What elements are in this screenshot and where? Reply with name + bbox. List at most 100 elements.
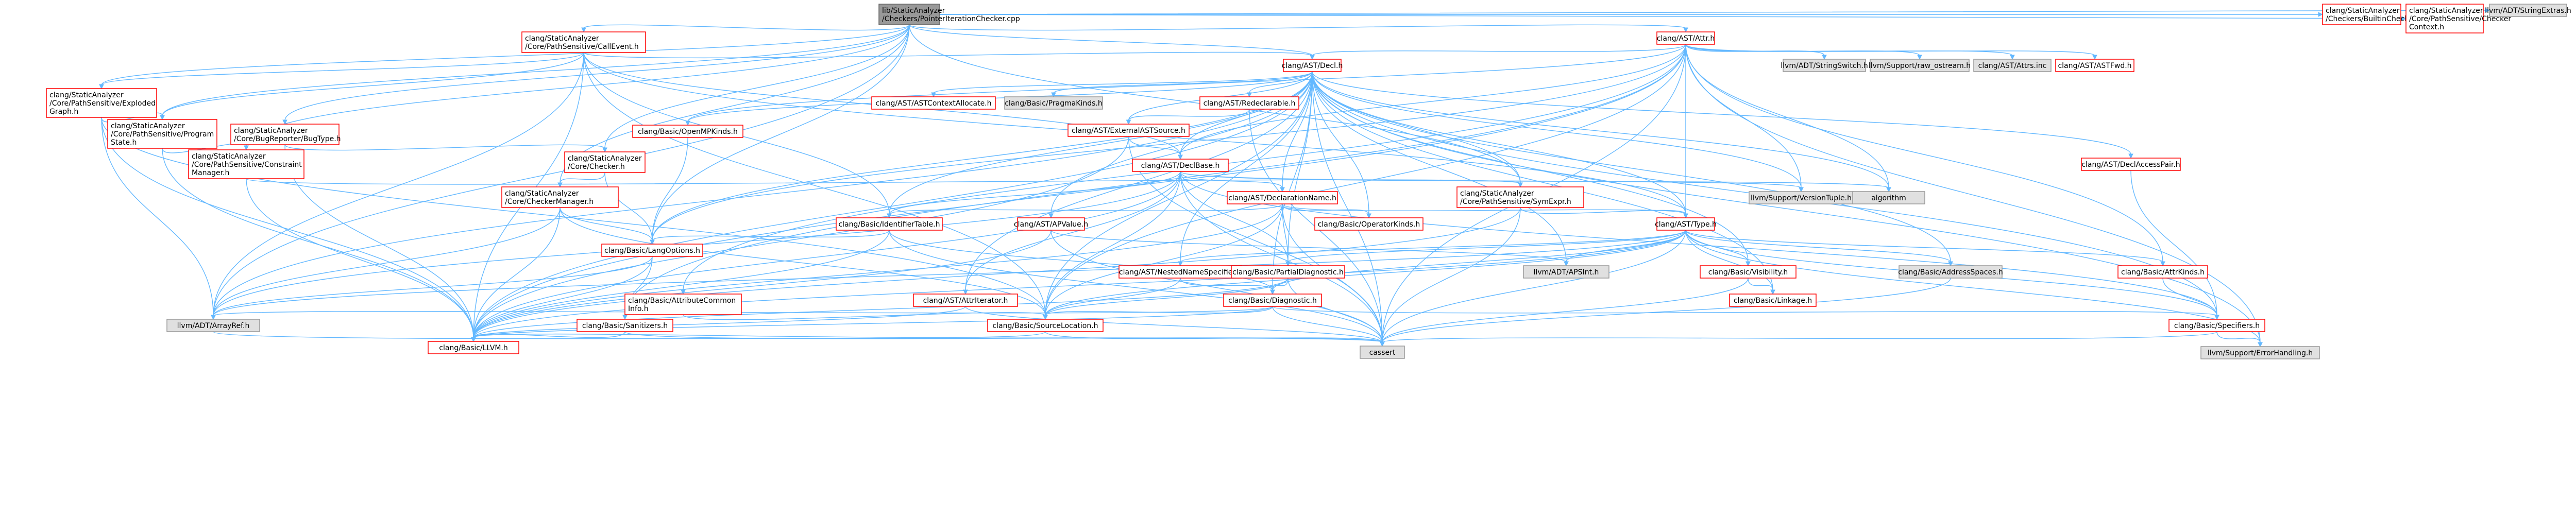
node-box [2200,346,2320,359]
edge-declbase-to-algorithm [1180,171,1889,188]
edge-arrowhead [2401,16,2407,21]
edge-declname-to-opkinds [1282,203,1369,215]
node-box [1017,217,1085,231]
node-apsint[interactable]: llvm/ADT/APSInt.h [1523,265,1609,279]
node-addrspaces[interactable]: clang/Basic/AddressSpaces.h [1898,265,2003,279]
node-stringextras[interactable]: llvm/ADT/StringExtras.h [2485,4,2571,17]
node-armkinds[interactable]: clang/Basic/AttrKinds.h [2117,265,2208,279]
edge-decl-to-opkinds [1312,71,1369,215]
node-label: clang/Basic/LangOptions.h [604,247,700,255]
node-label: clang/Basic/AttributeCommon [628,297,736,305]
node-redeclarable[interactable]: clang/AST/Redeclarable.h [1199,96,1299,110]
node-partialdiag[interactable]: clang/Basic/PartialDiagnostic.h [1231,265,1345,279]
node-root[interactable]: lib/StaticAnalyzer/Checkers/PointerItera… [878,4,1020,25]
node-declbase[interactable]: clang/AST/DeclBase.h [1132,159,1229,172]
node-label: llvm/ADT/StringExtras.h [2485,7,2571,15]
node-srcloc[interactable]: clang/Basic/SourceLocation.h [987,319,1104,332]
edge-arrowhead [1917,55,1922,60]
node-box [878,4,940,25]
node-symexpr[interactable]: clang/StaticAnalyzer/Core/PathSensitive/… [1456,186,1584,208]
edge-decl-to-apsint [1312,71,1567,263]
edge-externalast-to-llvmh [473,136,1129,338]
node-opkinds[interactable]: clang/Basic/OperatorKinds.h [1314,217,1423,231]
node-ba_reg[interactable]: clang/StaticAnalyzer/Checkers/BuiltinChe… [2322,4,2466,25]
node-diagnostic[interactable]: clang/Basic/Diagnostic.h [1223,294,1322,307]
edge-root-to-stringextras [939,10,2486,15]
node-identtable[interactable]: clang/Basic/IdentifierTable.h [836,217,943,231]
node-langopts[interactable]: clang/Basic/LangOptions.h [601,244,703,257]
edge-callevent-to-explodedgraph [101,52,584,85]
node-sanitizers[interactable]: clang/Basic/Sanitizers.h [577,319,673,332]
node-arrayref[interactable]: llvm/ADT/ArrayRef.h [166,319,260,332]
node-constraintmgr[interactable]: clang/StaticAnalyzer/Core/PathSensitive/… [188,149,304,179]
edge-decl-to-cassert [1312,71,1383,343]
edge-arrowhead [602,147,607,153]
node-linkage[interactable]: clang/Basic/Linkage.h [1729,294,1817,307]
edge-callevent-to-programstate [162,52,584,116]
edge-externalast-to-cassert [1128,136,1383,343]
node-apvalue[interactable]: clang/AST/APValue.h [1014,217,1088,231]
node-callevent[interactable]: clang/StaticAnalyzer/Core/PathSensitive/… [521,31,646,53]
edge-checkermgr-to-arrayref [213,207,561,316]
node-visibility[interactable]: clang/Basic/Visibility.h [1700,265,1797,279]
node-decl[interactable]: clang/AST/Decl.h [1282,59,1343,72]
node-stringswitch[interactable]: llvm/ADT/StringSwitch.h [1781,59,1868,72]
node-box [2117,265,2208,279]
node-ctxalloc[interactable]: clang/AST/ASTContextAllocate.h [871,96,996,110]
node-explodedgraph[interactable]: clang/StaticAnalyzer/Core/PathSensitive/… [46,88,157,118]
node-nestedname[interactable]: clang/AST/NestedNameSpecifier.h [1118,265,1242,279]
edge-arrowhead [99,84,104,90]
node-openmpkinds[interactable]: clang/Basic/OpenMPKinds.h [632,125,743,138]
edge-checkermgr-to-llvmh [473,207,561,338]
edge-decl-to-redeclarable [1249,71,1313,94]
node-checker[interactable]: clang/StaticAnalyzer/Core/Checker.h [564,151,646,173]
node-cassert[interactable]: cassert [1360,346,1405,359]
node-attriterator[interactable]: clang/AST/AttrIterator.h [913,294,1018,307]
edge-attr-to-armkinds [1685,44,2163,263]
node-box [2405,4,2484,33]
node-algorithm[interactable]: algorithm [1852,191,1925,204]
node-label: /Core/PathSensitive/Constraint [192,161,302,169]
node-box [107,119,217,149]
node-errorhandling[interactable]: llvm/Support/ErrorHandling.h [2200,346,2320,359]
node-declaccessors[interactable]: clang/AST/DeclAccessPair.h [2081,158,2181,171]
edge-bugtype-to-checker [284,144,605,151]
node-pragmakinds[interactable]: clang/Basic/PragmaKinds.h [1004,96,1103,110]
edge-arrowhead [931,92,936,98]
edge-decl-to-openmpkinds [687,71,1313,122]
edge-apvalue-to-llvmh [473,230,1052,338]
edge-constraintmgr-to-symexpr [246,178,1521,185]
node-llvmh[interactable]: clang/Basic/LLVM.h [428,341,519,354]
edge-type-to-llvmh [473,230,1686,338]
edge-explodedgraph-to-llvmh [101,117,474,338]
node-attrsinc[interactable]: clang/AST/Attrs.inc [1973,59,2052,72]
node-type[interactable]: clang/AST/Type.h [1655,217,1717,231]
node-bugtype[interactable]: clang/StaticAnalyzer/Core/BugReporter/Bu… [230,124,341,145]
node-label: clang/Basic/OpenMPKinds.h [638,128,738,136]
edge-arrowhead [681,289,686,295]
node-label: clang/Basic/LLVM.h [439,344,507,352]
edge-arrowhead [2318,12,2324,17]
node-attr[interactable]: clang/AST/Attr.h [1656,31,1715,45]
node-versiontuple[interactable]: llvm/Support/VersionTuple.h [1749,191,1854,204]
node-checker_ctx[interactable]: clang/StaticAnalyzer/Core/PathSensitive/… [2405,4,2511,33]
node-label: /Core/PathSensitive/CallEvent.h [525,43,639,51]
node-box [428,341,519,354]
edge-arrowhead [1770,289,1775,295]
edge-arrowhead [1564,261,1569,267]
node-label: clang/AST/ASTContextAllocate.h [875,99,991,108]
edge-arrowhead [1310,55,1315,60]
edge-root-to-callevent [583,24,910,31]
edge-arrowhead [211,315,216,320]
node-declname[interactable]: clang/AST/DeclarationName.h [1227,191,1338,204]
edge-diagnostic-to-srcloc [1045,306,1273,316]
edge-type-to-arrayref [213,230,1686,316]
node-specifiers[interactable]: clang/Basic/Specifiers.h [2168,319,2265,332]
edge-symexpr-to-type [1520,207,1686,215]
node-checkermgr[interactable]: clang/StaticAnalyzer/Core/CheckerManager… [501,186,619,208]
node-programstate[interactable]: clang/StaticAnalyzer/Core/PathSensitive/… [107,119,217,149]
node-rawostream[interactable]: llvm/Support/raw_ostream.h [1869,59,1971,72]
node-externalast[interactable]: clang/AST/ExternalASTSource.h [1067,124,1190,137]
node-astfwd[interactable]: clang/AST/ASTFwd.h [2055,59,2134,72]
